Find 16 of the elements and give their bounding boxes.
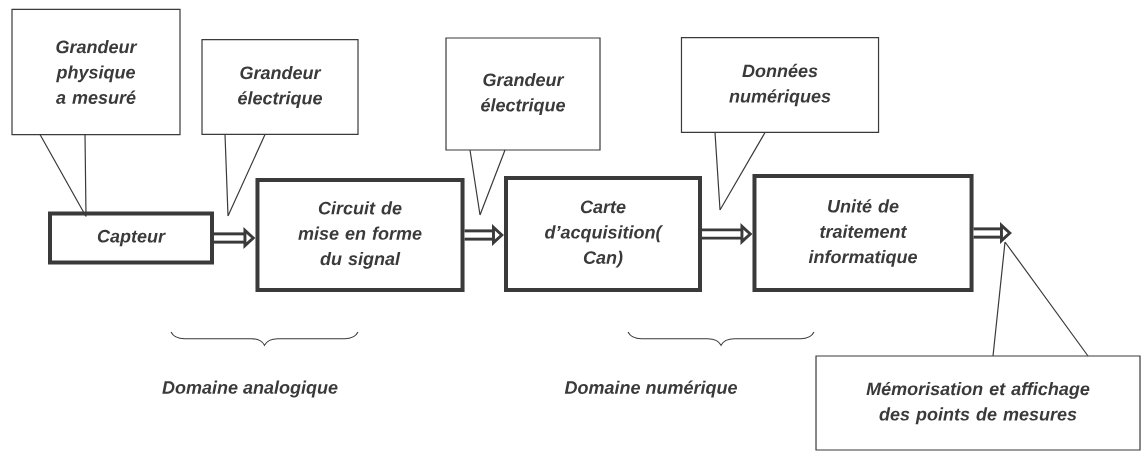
process-box: Capteur <box>48 211 214 265</box>
callout-pointer <box>39 133 87 218</box>
callout-pointer <box>992 241 1089 357</box>
process-box: Unité de traitement informatique <box>752 174 974 292</box>
process-box: Carte d’acquisition( Can) <box>504 176 702 292</box>
callout-pointer <box>224 133 266 217</box>
callout-pointer <box>714 131 766 211</box>
callout-box: Mémorisation et affichage des points de mesures <box>815 355 1141 451</box>
callout-pointer <box>469 149 506 216</box>
callout-box: Grandeur électrique <box>445 37 601 151</box>
callout-box: Données numériques <box>680 36 880 134</box>
callout-box: Grandeur physique a mesuré <box>11 8 181 136</box>
domain-label: Domaine numérique <box>564 380 737 398</box>
domain-label: Domaine analogique <box>162 380 338 398</box>
process-box: Circuit de mise en forme du signal <box>255 178 465 292</box>
callout-box: Grandeur électrique <box>201 38 359 136</box>
